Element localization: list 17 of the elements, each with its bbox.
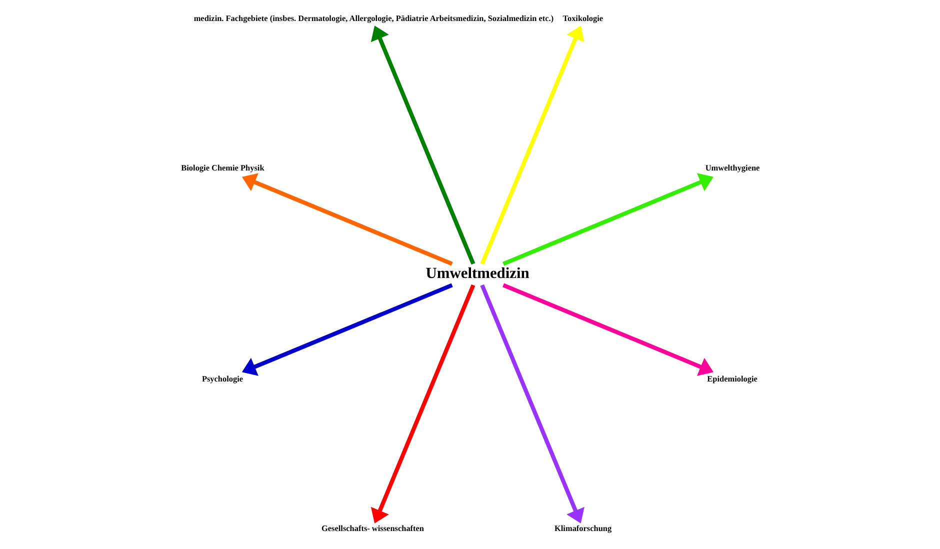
arrow <box>241 173 452 266</box>
node-text: Epidemiologie <box>706 374 757 384</box>
arrow <box>480 284 584 524</box>
arrow <box>502 283 713 376</box>
node-text: Toxikologie <box>562 14 603 24</box>
arrow <box>370 26 475 265</box>
node-text: Gesellschafts- wissenschaften <box>321 524 424 533</box>
node-text: Psychologie <box>201 374 243 384</box>
node-text: Klimaforschung <box>554 524 612 533</box>
node-text: Umweltmedizin <box>425 264 529 282</box>
arrow <box>480 26 584 265</box>
arrow <box>241 283 452 376</box>
arrow <box>502 173 713 266</box>
arrow <box>370 284 475 524</box>
node-text: Umwelthygiene <box>704 163 760 172</box>
node-text: Biologie Chemie Physik <box>180 163 264 172</box>
node-text: medizin. Fachgebiete (insbes. Dermatologie, Allergologie, Pädiatrie Arbeitsmedizin, Sozialmedizin etc.) <box>193 14 554 24</box>
